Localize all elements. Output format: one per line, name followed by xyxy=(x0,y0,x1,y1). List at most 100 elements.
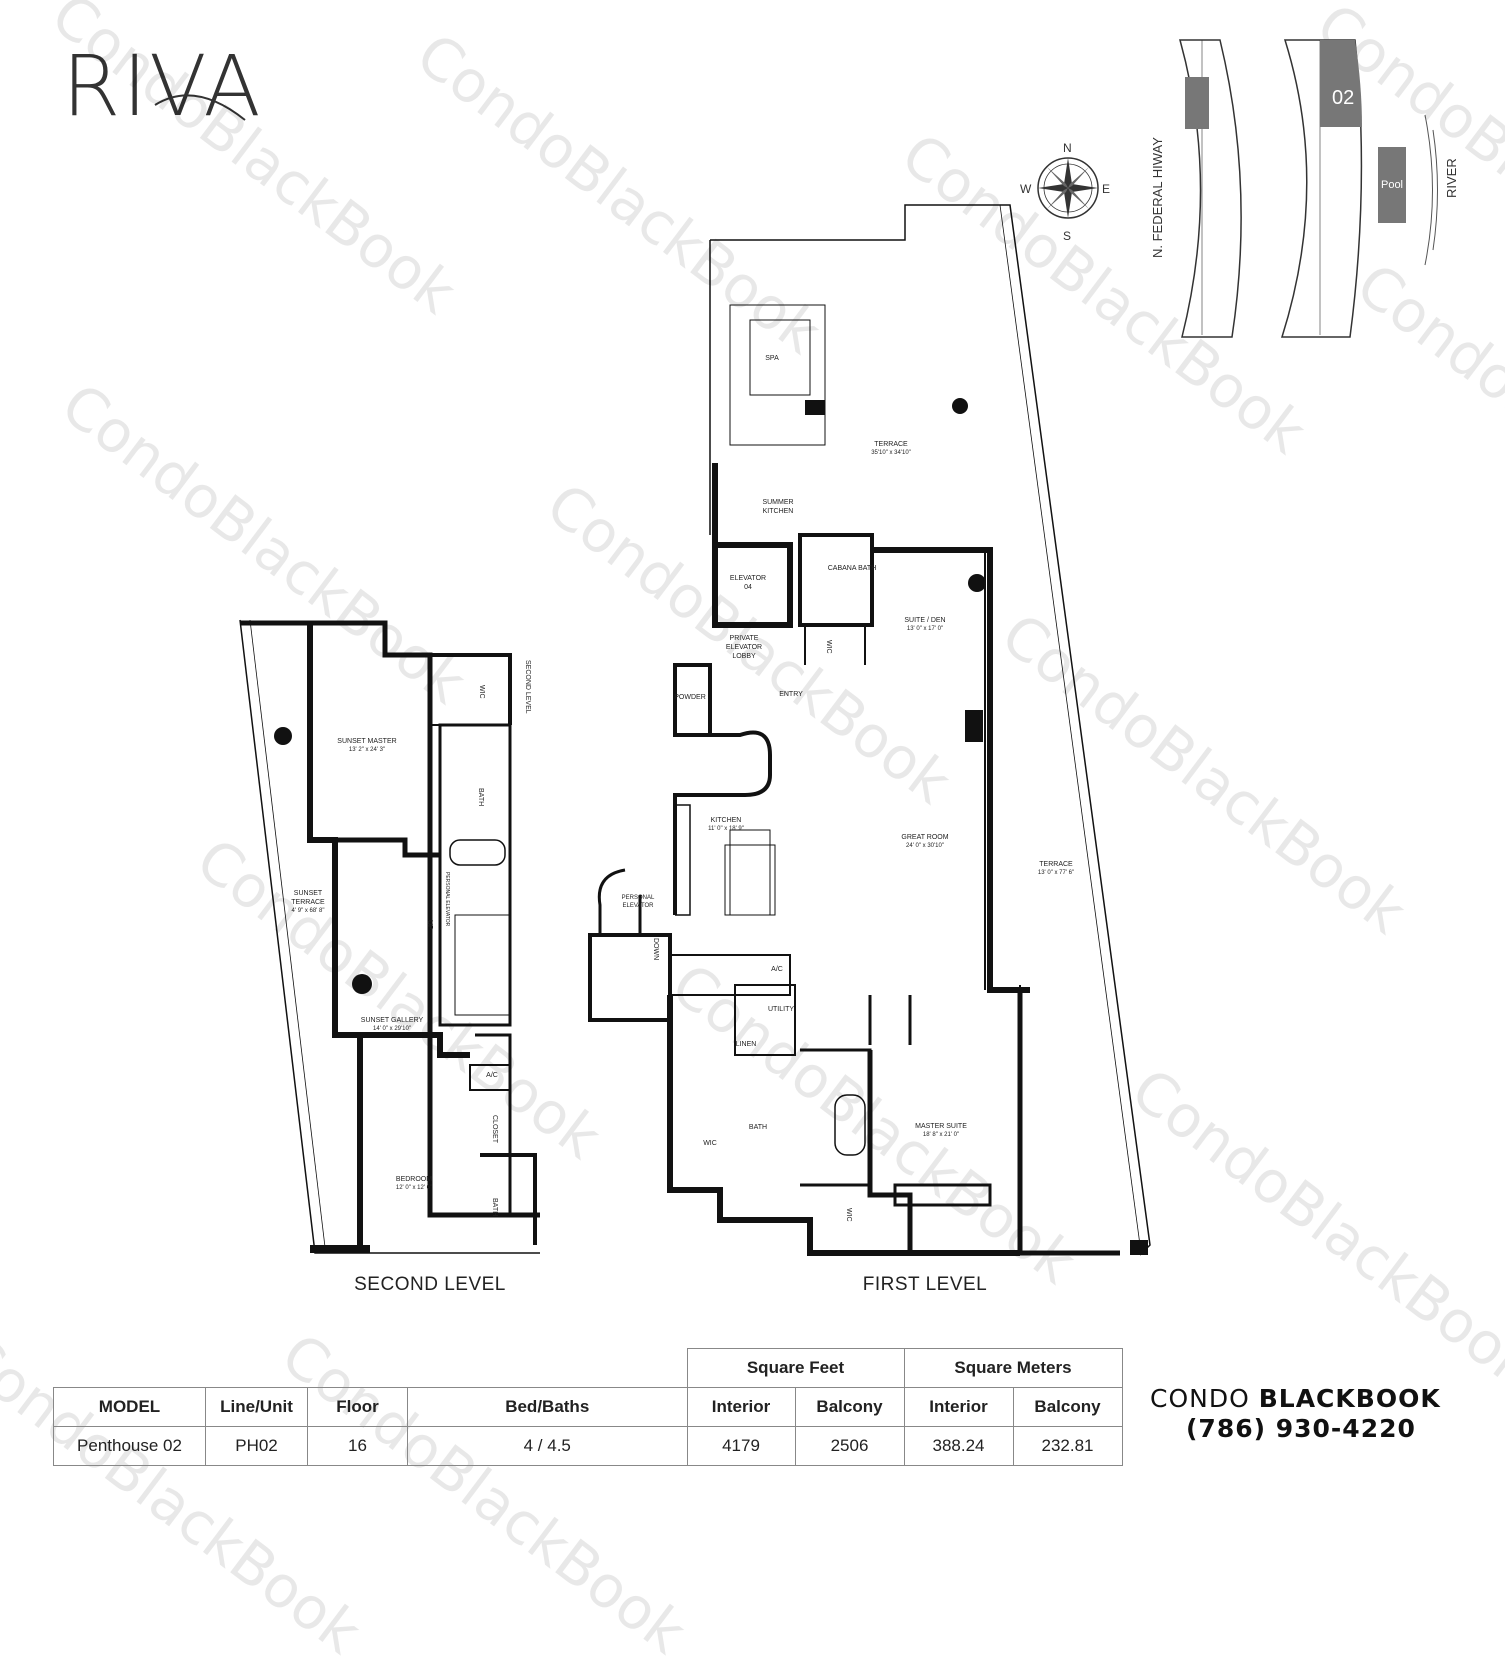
room-ac-second: A/C xyxy=(486,1072,498,1079)
riva-logo: RIVA xyxy=(62,37,263,135)
room-bath-second: BATH xyxy=(477,788,484,807)
table-cell: 232.81 xyxy=(1012,1426,1123,1466)
room-name: BEDROOM xyxy=(395,1176,433,1183)
watermark: CondoBlackBook xyxy=(1119,1055,1505,1402)
column-header: Interior xyxy=(686,1387,796,1427)
room-wic-lower: WIC xyxy=(845,1208,852,1222)
square-meters-header: Square Meters xyxy=(903,1348,1123,1388)
room-line: PERSONAL xyxy=(621,895,655,901)
square-feet-header: Square Feet xyxy=(686,1348,905,1388)
river-label: RIVER xyxy=(1444,158,1459,198)
column-header: Balcony xyxy=(794,1387,905,1427)
room-line: TERRACE xyxy=(291,898,325,906)
room-closet: CLOSET xyxy=(491,1115,498,1144)
room-dimension: 13' 0" x 77' 6" xyxy=(1037,869,1075,876)
room-wic-second: WIC xyxy=(478,685,485,699)
unit-spec-table: Square Feet Square Meters MODEL Line/Uni… xyxy=(53,1348,1123,1466)
second-level-floor-plan xyxy=(239,619,540,1254)
second-level-title: SECOND LEVEL xyxy=(354,1274,506,1295)
room-name: TERRACE xyxy=(1039,861,1073,868)
room-line: LOBBY xyxy=(732,652,756,660)
column-header: Bed/Baths xyxy=(407,1387,688,1427)
room-dimension: 14' 0" x 29'10" xyxy=(373,1025,411,1032)
room-linen: LINEN xyxy=(735,1041,757,1048)
table-cell: Penthouse 02 xyxy=(53,1426,206,1466)
compass-north: N xyxy=(1063,141,1072,155)
contact-phone[interactable]: (786) 930-4220 xyxy=(1186,1414,1416,1443)
room-line: PRIVATE xyxy=(729,635,759,642)
compass-rose-icon xyxy=(1037,157,1099,219)
room-name: GREAT ROOM xyxy=(901,834,949,841)
room-line: SUMMER xyxy=(762,499,794,506)
logo-wave-accent xyxy=(154,94,246,121)
room-bath-master: BATH xyxy=(748,1124,768,1131)
table-row: Penthouse 02 PH02 16 4 / 4.5 4179 2506 3… xyxy=(53,1426,1123,1466)
room-powder: POWDER xyxy=(674,694,706,701)
keyplan-pool: Pool xyxy=(1378,147,1406,223)
room-cabana-bath: CABANA BATH xyxy=(827,565,877,572)
room-personal-elevator-second: PERSONAL ELEVATOR xyxy=(444,872,450,927)
room-dimension: 12' 0" x 12' 6" xyxy=(395,1184,433,1191)
room-wic-den: WIC xyxy=(825,640,832,654)
keyplan-unit-number: 02 xyxy=(1332,87,1355,109)
column-header: Line/Unit xyxy=(205,1387,308,1427)
room-name: KITCHEN xyxy=(710,817,742,824)
room-dimension: 13' 0" x 17' 0" xyxy=(906,625,944,632)
room-wic-master: WIC xyxy=(703,1140,717,1147)
room-dimension: 13' 2" x 24' 3" xyxy=(348,746,386,753)
table-header-row: MODEL Line/Unit Floor Bed/Baths Interior… xyxy=(53,1387,1123,1427)
stair-up-label: UP xyxy=(426,920,433,930)
room-name: SUNSET GALLERY xyxy=(360,1017,424,1024)
compass-south: S xyxy=(1063,229,1072,243)
room-utility: UTILITY xyxy=(767,1006,795,1013)
room-name: SUITE / DEN xyxy=(904,617,946,624)
table-cell: 4 / 4.5 xyxy=(407,1426,688,1466)
column-header: Interior xyxy=(903,1387,1014,1427)
room-dimension: 24' 0" x 30'10" xyxy=(906,842,944,849)
brand-light: CONDO xyxy=(1150,1384,1259,1413)
room-line: ELEVATOR xyxy=(729,575,767,582)
compass-west: W xyxy=(1020,182,1032,196)
column-header: Balcony xyxy=(1012,1387,1123,1427)
room-dimension: 11' 0" x 18' 9" xyxy=(708,825,744,832)
column-header: Floor xyxy=(307,1387,408,1427)
room-line: KITCHEN xyxy=(762,507,794,515)
room-line: ELEVATOR xyxy=(725,643,763,651)
room-dimension: 35'10" x 34'10" xyxy=(871,449,911,456)
room-bath-bedroom: BATH xyxy=(491,1198,498,1217)
room-line: 04 xyxy=(744,583,752,591)
room-line: ELEVATOR xyxy=(622,902,654,909)
building-key-plan xyxy=(1179,39,1363,338)
table-group-header-row: Square Feet Square Meters xyxy=(54,1348,1123,1388)
room-name: TERRACE xyxy=(874,441,908,448)
room-line: SUNSET xyxy=(293,890,323,897)
column-header: MODEL xyxy=(53,1387,206,1427)
room-dimension: 4' 9" x 68' 8" xyxy=(291,907,325,914)
room-spa: SPA xyxy=(765,355,779,362)
stair-down-label: DOWN xyxy=(652,938,659,961)
second-level-vertical-label: SECOND LEVEL xyxy=(524,660,531,714)
condo-blackbook-brand: CONDO BLACKBOOK xyxy=(1150,1384,1441,1413)
room-ac-first: A/C xyxy=(771,966,783,973)
room-entry: ENTRY xyxy=(779,691,803,698)
table-cell: 2506 xyxy=(794,1426,905,1466)
room-name: MASTER SUITE xyxy=(915,1123,967,1130)
brand-bold: BLACKBOOK xyxy=(1258,1384,1441,1413)
first-level-floor-plan xyxy=(588,204,1151,1256)
compass-east: E xyxy=(1102,182,1111,196)
river-wave-lines xyxy=(1424,114,1438,266)
table-cell: 4179 xyxy=(686,1426,796,1466)
room-name: SUNSET MASTER xyxy=(337,738,397,745)
